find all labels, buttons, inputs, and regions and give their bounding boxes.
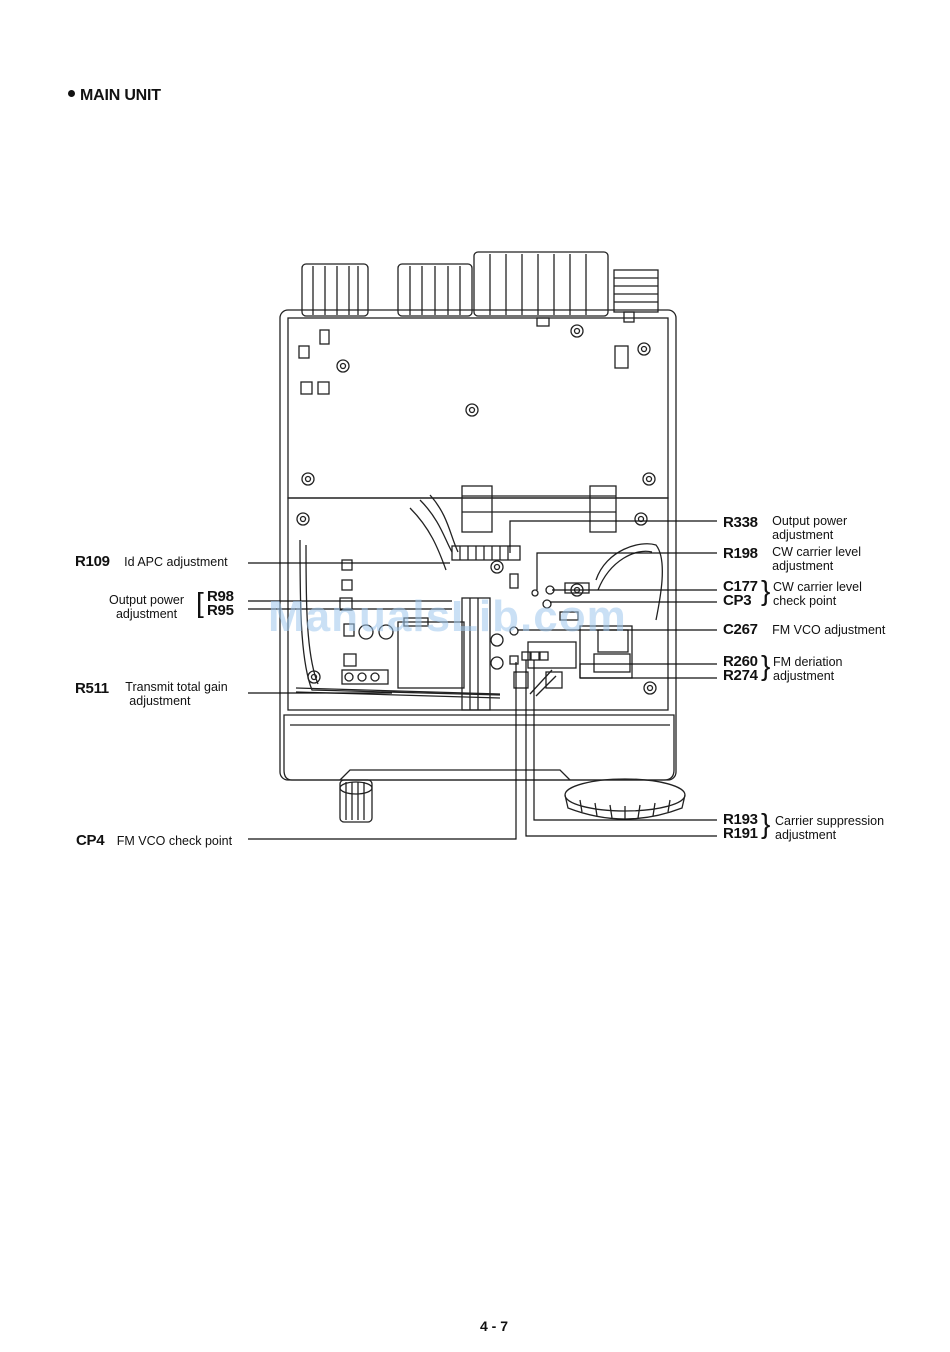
code-r109: R109 bbox=[75, 553, 110, 570]
label-cp4: CP4 FM VCO check point bbox=[76, 832, 232, 850]
label-r198: R198 CW carrier level adjustment bbox=[723, 545, 861, 575]
desc-line: adjustment bbox=[773, 669, 835, 683]
label-r98-r95-desc: Output power adjustment bbox=[109, 593, 184, 621]
desc-line: CW carrier level bbox=[772, 545, 862, 559]
screw bbox=[490, 560, 504, 574]
desc-r338: Output power adjustment bbox=[772, 514, 847, 542]
label-r193-r191-codes: R193 R191 bbox=[723, 811, 758, 842]
screw bbox=[634, 512, 648, 526]
label-r511: R511 Transmit total gain adjustment bbox=[75, 680, 228, 710]
code-r274: R274 bbox=[723, 667, 758, 684]
label-r260-r274-desc: FM deriation adjustment bbox=[773, 655, 842, 683]
code-cp4: CP4 bbox=[76, 832, 105, 849]
bullet-icon bbox=[68, 90, 75, 98]
top-knob-group-left bbox=[301, 263, 369, 317]
screw bbox=[465, 403, 479, 417]
desc-line: check point bbox=[773, 594, 837, 608]
code-r511: R511 bbox=[75, 680, 109, 697]
desc-line: adjustment bbox=[775, 828, 837, 842]
screw bbox=[301, 472, 315, 486]
label-r98-r95-codes: R98 R95 bbox=[207, 588, 234, 619]
label-c177-cp3-codes: C177 CP3 bbox=[723, 578, 758, 609]
code-r193: R193 bbox=[723, 811, 758, 828]
desc-line: Transmit total gain bbox=[125, 680, 228, 694]
transformer-block bbox=[397, 621, 465, 689]
page-number: 4 - 7 bbox=[480, 1318, 509, 1334]
code-r198: R198 bbox=[723, 545, 758, 562]
desc-line: adjustment bbox=[115, 607, 178, 621]
desc-line: Output power bbox=[772, 514, 848, 528]
code-c267: C267 bbox=[723, 621, 758, 638]
section-heading: MAIN UNIT bbox=[68, 87, 161, 105]
desc-line: CW carrier level bbox=[773, 580, 862, 594]
screw bbox=[642, 472, 656, 486]
top-heatsink-fins bbox=[473, 251, 609, 317]
label-r109: R109 Id APC adjustment bbox=[75, 553, 228, 571]
screw bbox=[296, 512, 310, 526]
desc-line: adjustment bbox=[772, 528, 834, 542]
screw bbox=[336, 359, 350, 373]
bracket-icon: } bbox=[761, 808, 771, 839]
label-r193-r191-desc: Carrier suppression adjustment bbox=[775, 814, 884, 842]
label-c177-cp3-desc: CW carrier level check point bbox=[773, 580, 862, 608]
code-r191: R191 bbox=[723, 825, 758, 842]
code-cp3: CP3 bbox=[723, 592, 752, 609]
bracket-icon: } bbox=[761, 650, 771, 681]
top-knob-group-mid bbox=[397, 263, 473, 317]
desc-line: adjustment bbox=[129, 694, 191, 708]
wire-connector bbox=[451, 545, 521, 561]
desc-line: adjustment bbox=[772, 559, 834, 573]
desc-r511: Transmit total gain adjustment bbox=[125, 680, 227, 708]
code-r95: R95 bbox=[207, 602, 234, 619]
code-c177: C177 bbox=[723, 578, 758, 595]
desc-line: FM deriation bbox=[773, 655, 843, 669]
bottom-knob-right bbox=[564, 778, 686, 820]
code-r338: R338 bbox=[723, 514, 758, 531]
desc-c267: FM VCO adjustment bbox=[772, 623, 886, 637]
bracket-icon: } bbox=[761, 575, 771, 606]
label-r260-r274-codes: R260 R274 bbox=[723, 653, 758, 684]
leader-lines bbox=[248, 520, 717, 840]
label-c267: C267 FM VCO adjustment bbox=[723, 621, 885, 639]
desc-r198: CW carrier level adjustment bbox=[772, 545, 861, 573]
label-r338: R338 Output power adjustment bbox=[723, 514, 847, 544]
heading-text: MAIN UNIT bbox=[80, 87, 161, 104]
code-r98: R98 bbox=[207, 588, 234, 605]
screw bbox=[637, 342, 651, 356]
desc-line: Carrier suppression bbox=[775, 814, 885, 828]
bottom-knob-left bbox=[339, 779, 373, 823]
bracket-icon: [ bbox=[196, 587, 204, 618]
screw bbox=[570, 324, 584, 338]
desc-r109: Id APC adjustment bbox=[124, 555, 228, 569]
desc-line: Output power bbox=[109, 593, 185, 607]
watermark: ManualsLib.com bbox=[268, 592, 627, 641]
screw bbox=[643, 681, 657, 695]
desc-cp4: FM VCO check point bbox=[116, 834, 233, 848]
antenna-connector bbox=[613, 269, 659, 313]
code-r260: R260 bbox=[723, 653, 758, 670]
